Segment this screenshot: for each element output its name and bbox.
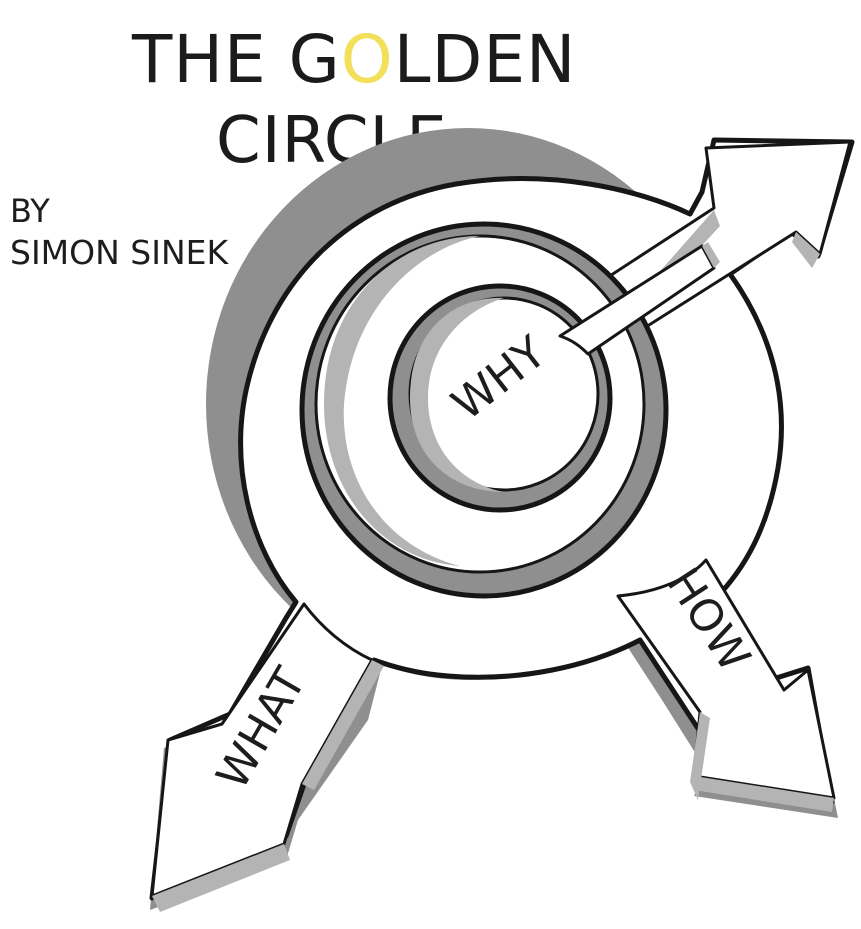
byline-author: SIMON SINEK [10, 233, 230, 272]
byline: BY SIMON SINEK [10, 192, 230, 272]
byline-by: BY [10, 192, 50, 230]
title-accent-letter: O [341, 21, 394, 98]
title-line-1: THE GOLDEN [131, 21, 576, 98]
arrow-down-right-icon [618, 560, 834, 812]
